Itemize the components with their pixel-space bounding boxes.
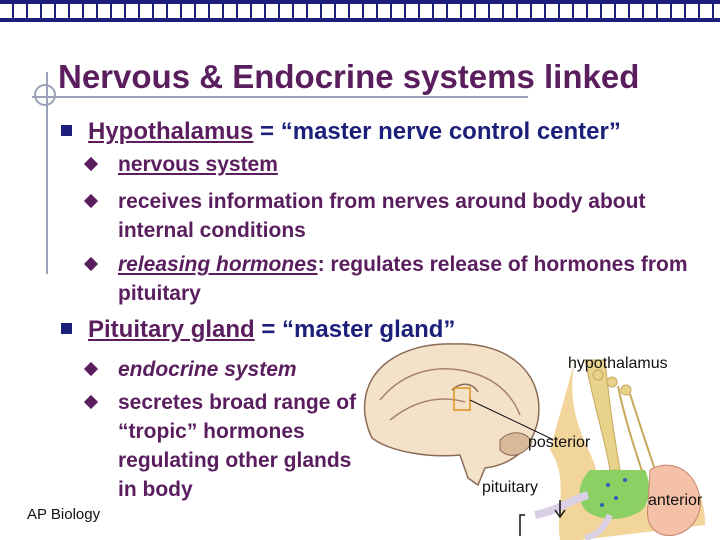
pituitary-diagram: [534, 359, 705, 540]
sub-bullet: nervous system: [83, 150, 718, 179]
decor-horizontal-line: [32, 96, 528, 98]
slide-title: Nervous & Endocrine systems linked: [58, 58, 640, 95]
sub-bullet-label: receives information from nerves around …: [118, 190, 646, 242]
decor-circle: [34, 84, 56, 106]
sub-bullet-label: nervous system: [118, 153, 278, 176]
diamond-bullet-icon: [83, 361, 99, 377]
decor-vertical-line: [46, 72, 48, 274]
sub-bullet: endocrine system: [83, 355, 368, 384]
sub-bullet: releasing hormones: regulates release of…: [83, 250, 718, 308]
brain-icon: [363, 343, 540, 487]
sub-bullet-emphasis: releasing hormones: [118, 253, 318, 276]
definition-hypothalamus: = “master nerve control center”: [253, 118, 621, 145]
square-bullet-icon: [61, 323, 72, 334]
diamond-bullet-icon: [83, 156, 99, 172]
banner-pattern: [0, 4, 720, 18]
top-banner: [0, 0, 720, 22]
definition-pituitary: = “master gland”: [254, 316, 456, 343]
bullet-hypothalamus: Hypothalamus = “master nerve control cen…: [61, 118, 621, 146]
term-hypothalamus: Hypothalamus: [88, 118, 254, 145]
arrow-icon: [554, 500, 566, 519]
diamond-bullet-icon: [83, 193, 99, 209]
brain-pituitary-figure: [363, 343, 705, 540]
label-anterior: anterior: [648, 492, 703, 509]
square-bullet-icon: [61, 125, 72, 136]
label-hypothalamus: hypothalamus: [568, 355, 668, 372]
sub-bullet-label: : regulates release of hormones from pit…: [118, 253, 688, 305]
diamond-bullet-icon: [83, 394, 99, 410]
sub-bullet: receives information from nerves around …: [83, 187, 678, 245]
footer-course: AP Biology: [27, 506, 101, 523]
term-pituitary: Pituitary gland: [88, 316, 255, 343]
arrow-line: [519, 514, 525, 536]
diamond-bullet-icon: [83, 256, 99, 272]
sub-bullet-label: secretes broad range of “tropic” hormone…: [118, 391, 357, 501]
label-posterior: posterior: [528, 434, 591, 451]
sub-bullet-label: endocrine system: [118, 358, 297, 381]
bullet-pituitary: Pituitary gland = “master gland”: [61, 316, 456, 344]
sub-bullet: secretes broad range of “tropic” hormone…: [83, 388, 368, 504]
label-pituitary: pituitary: [482, 479, 539, 496]
